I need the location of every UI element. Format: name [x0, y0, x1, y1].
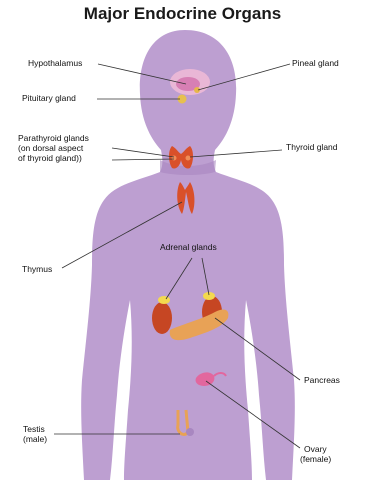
- body-fill: [81, 30, 295, 480]
- parathyroid-icon: [172, 156, 177, 161]
- label-adrenal: Adrenal glands: [160, 242, 217, 252]
- label-ovary-1: Ovary: [304, 444, 327, 454]
- label-parathyroid-3: of thyroid gland)): [18, 153, 82, 163]
- adrenal-left-icon: [158, 296, 170, 304]
- label-parathyroid-2: (on dorsal aspect: [18, 143, 84, 153]
- label-pineal: Pineal gland: [292, 58, 339, 68]
- kidney-left-icon: [152, 302, 172, 334]
- label-ovary-2: (female): [300, 454, 331, 464]
- label-testis-1: Testis: [23, 424, 45, 434]
- testis-base-icon: [186, 428, 194, 436]
- label-pancreas: Pancreas: [304, 375, 340, 385]
- label-testis-2: (male): [23, 434, 47, 444]
- label-pituitary: Pituitary gland: [22, 93, 76, 103]
- label-thyroid: Thyroid gland: [286, 142, 338, 152]
- label-parathyroid-1: Parathyroid glands: [18, 133, 89, 143]
- body-silhouette: [81, 30, 295, 480]
- parathyroid-icon: [186, 156, 191, 161]
- label-thymus: Thymus: [22, 264, 52, 274]
- label-hypothalamus: Hypothalamus: [28, 58, 82, 68]
